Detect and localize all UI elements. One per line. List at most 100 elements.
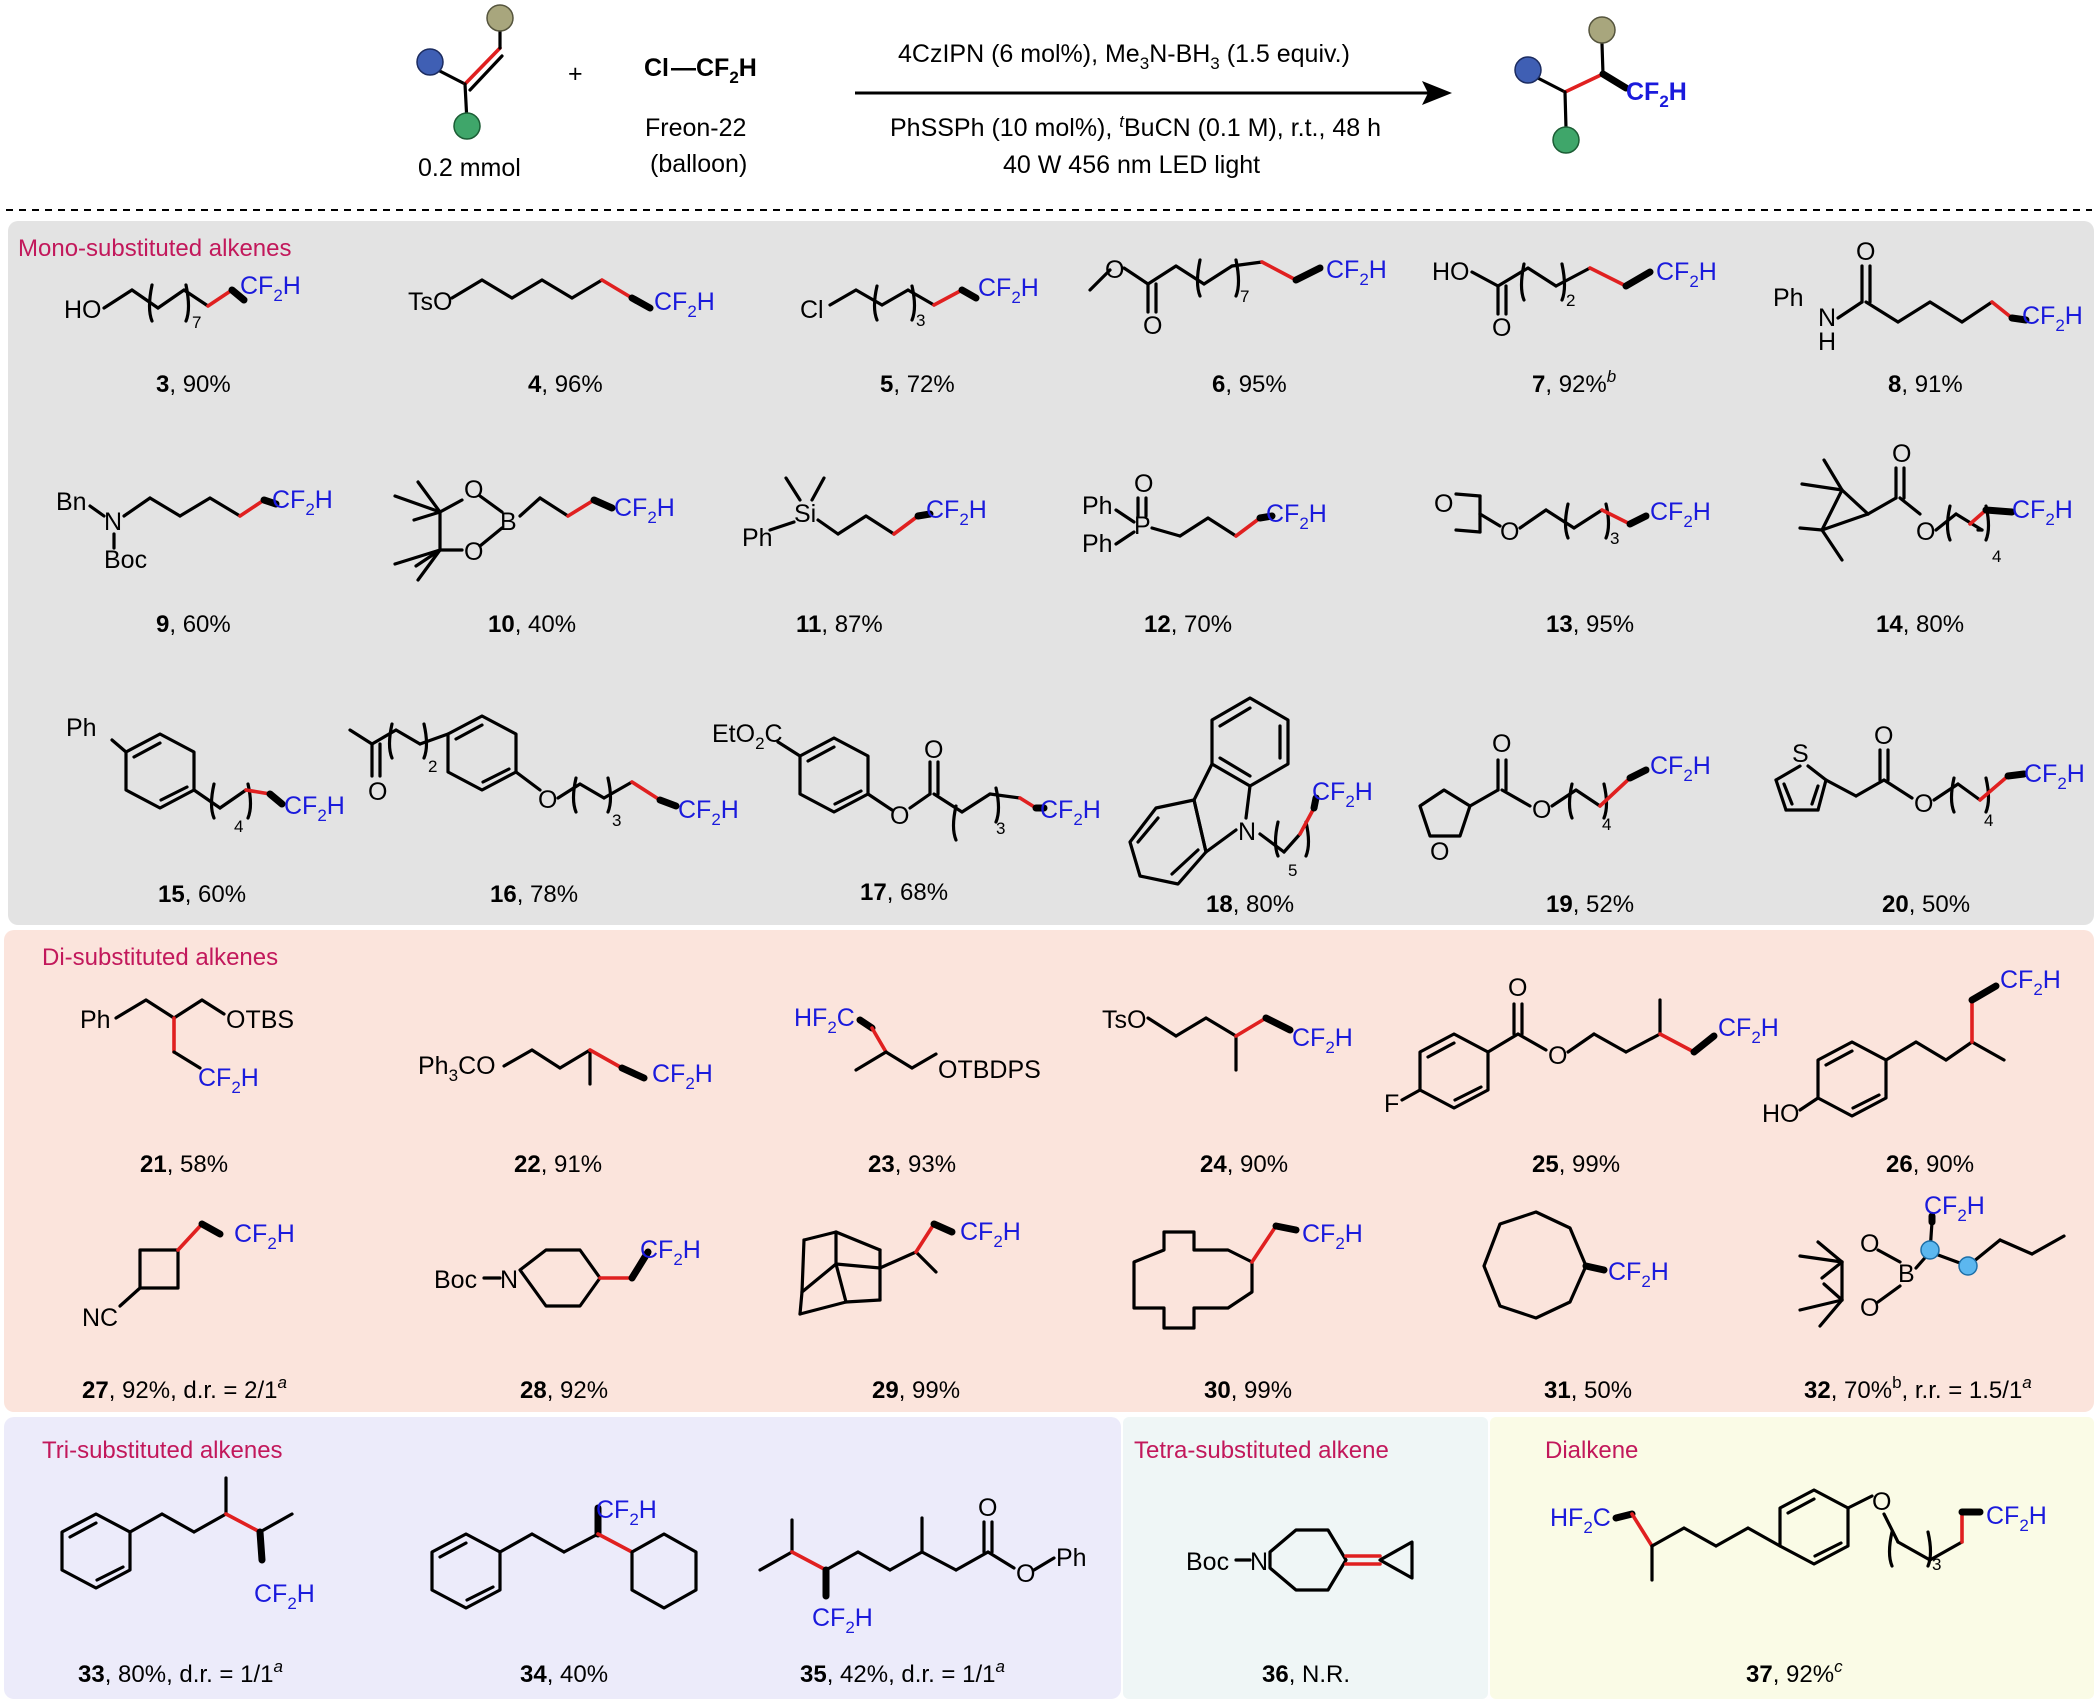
tri-section-bg xyxy=(4,1417,1121,1699)
svg-text:Ph3CO: Ph3CO xyxy=(418,1052,496,1085)
svg-text:O: O xyxy=(1914,790,1933,818)
substrate-amount: 0.2 mmol xyxy=(418,154,521,182)
svg-text:Si: Si xyxy=(794,500,816,528)
compound-18-structure: N 5 CF2H xyxy=(1128,696,1373,886)
svg-text:CF2H: CF2H xyxy=(614,494,675,527)
svg-text:CF2H: CF2H xyxy=(1924,1192,1985,1225)
compound-24-structure: TsO CF2H xyxy=(1102,1006,1353,1072)
compound-18-label: 18, 80% xyxy=(1206,891,1294,918)
svg-text:CF2H: CF2H xyxy=(1292,1024,1353,1057)
svg-text:O: O xyxy=(1860,1230,1879,1258)
svg-text:3: 3 xyxy=(996,819,1005,838)
section-title-mono: Mono-substituted alkenes xyxy=(18,235,292,262)
svg-text:4: 4 xyxy=(1992,547,2001,566)
svg-text:O: O xyxy=(1430,838,1449,866)
compound-35-label: 35, 42%, d.r. = 1/1a xyxy=(800,1657,1005,1688)
compound-15-label: 15, 60% xyxy=(158,881,246,908)
compound-34-label: 34, 40% xyxy=(520,1661,608,1688)
compound-28-structure: Boc N CF2H xyxy=(434,1236,701,1308)
svg-text:O: O xyxy=(1134,470,1153,498)
compound-9-structure: Bn N Boc CF2H xyxy=(56,486,333,574)
svg-text:7: 7 xyxy=(1240,287,1249,306)
compound-4-structure: TsO CF2H xyxy=(408,278,715,321)
compound-11-label: 11, 87% xyxy=(796,611,883,638)
svg-text:CF2H: CF2H xyxy=(2012,496,2073,529)
compound-26-structure: HO CF2H xyxy=(1762,966,2061,1128)
mono-section-bg xyxy=(8,221,2094,925)
svg-text:Boc: Boc xyxy=(1186,1548,1229,1576)
svg-text:CF2H: CF2H xyxy=(678,796,739,829)
svg-text:HO: HO xyxy=(1432,258,1470,286)
svg-text:CF2H: CF2H xyxy=(1266,500,1327,533)
compound-8-label: 8, 91% xyxy=(1888,371,1963,398)
svg-text:2: 2 xyxy=(428,757,437,776)
svg-text:CF2H: CF2H xyxy=(2022,302,2083,335)
compound-21-structure: Ph OTBS CF2H xyxy=(80,998,294,1097)
regio-site-ball-2 xyxy=(1958,1256,1978,1276)
svg-text:F: F xyxy=(1384,1090,1399,1118)
svg-text:CF2H: CF2H xyxy=(1656,258,1717,291)
svg-text:CF2H: CF2H xyxy=(234,1220,295,1253)
svg-text:CF2H: CF2H xyxy=(284,792,345,825)
compound-27-label: 27, 92%, d.r. = 2/1a xyxy=(82,1373,287,1404)
svg-text:TsO: TsO xyxy=(408,288,452,316)
svg-text:O: O xyxy=(1916,518,1935,546)
svg-text:N: N xyxy=(500,1266,518,1294)
svg-text:OTBS: OTBS xyxy=(226,1006,294,1034)
svg-text:O: O xyxy=(978,1494,997,1522)
compound-14-label: 14, 80% xyxy=(1876,611,1964,638)
compound-27-structure: NC CF2H xyxy=(82,1220,295,1332)
svg-text:O: O xyxy=(1532,796,1551,824)
compound-22-structure: Ph3CO CF2H xyxy=(418,1048,713,1093)
svg-text:O: O xyxy=(1872,1488,1891,1516)
substituent-ball-olive xyxy=(486,4,514,32)
compound-8-structure: Ph N H O CF2H xyxy=(1773,238,2083,356)
svg-text:O: O xyxy=(1016,1560,1035,1588)
tetra-section-bg xyxy=(1123,1417,1488,1699)
compound-34-structure: CF2H xyxy=(430,1496,698,1610)
compound-25-structure: F O O CF2H xyxy=(1384,974,1779,1118)
compound-25-label: 25, 99% xyxy=(1532,1151,1620,1178)
svg-text:CF2H: CF2H xyxy=(1302,1220,1363,1253)
regio-site-ball-1 xyxy=(1920,1240,1940,1260)
compound-11-structure: Si Ph CF2H xyxy=(742,476,987,552)
compound-13-label: 13, 95% xyxy=(1546,611,1634,638)
compound-36-structure: Boc N xyxy=(1186,1528,1414,1592)
compound-17-label: 17, 68% xyxy=(860,879,948,906)
plus-sign: + xyxy=(568,60,583,88)
svg-text:3: 3 xyxy=(1932,1555,1941,1574)
compound-30-structure: CF2H xyxy=(1132,1220,1363,1330)
reagent-name: Freon-22 xyxy=(645,114,746,142)
svg-text:CF2H: CF2H xyxy=(640,1236,701,1269)
di-section-bg xyxy=(4,930,2094,1412)
substituent-ball-blue xyxy=(416,48,444,76)
compound-17-structure: EtO2C O O 3 CF2H xyxy=(712,720,1101,842)
compound-28-label: 28, 92% xyxy=(520,1377,608,1404)
svg-text:O: O xyxy=(464,476,483,504)
svg-text:CF2H: CF2H xyxy=(198,1064,259,1097)
svg-text:4: 4 xyxy=(234,817,243,836)
compound-16-label: 16, 78% xyxy=(490,881,578,908)
compound-6-structure: O O 7 CF2H xyxy=(1088,256,1387,340)
svg-text:O: O xyxy=(890,802,909,830)
svg-text:Boc: Boc xyxy=(104,546,147,574)
compound-4-label: 4, 96% xyxy=(528,371,603,398)
product-ball-blue xyxy=(1514,56,1542,84)
product-general: CF2H xyxy=(1514,16,1687,154)
compound-19-structure: O O O 4 CF2H xyxy=(1418,730,1711,866)
compound-31-structure: CF2H xyxy=(1482,1210,1669,1320)
condition-line2: PhSSPh (10 mol%), tBuCN (0.1 M), r.t., 4… xyxy=(890,112,1381,142)
compound-36-label: 36, N.R. xyxy=(1262,1661,1350,1688)
compound-13-structure: O O 3 CF2H xyxy=(1434,490,1711,548)
svg-text:CF2H: CF2H xyxy=(1986,1502,2047,1535)
compound-5-label: 5, 72% xyxy=(880,371,955,398)
section-title-tetra: Tetra-substituted alkene xyxy=(1134,1437,1389,1464)
svg-text:O: O xyxy=(1492,314,1511,342)
compound-9-label: 9, 60% xyxy=(156,611,231,638)
svg-text:CF2H: CF2H xyxy=(596,1496,657,1529)
svg-text:O: O xyxy=(1143,312,1162,340)
reagent-form: (balloon) xyxy=(650,150,747,178)
svg-text:4: 4 xyxy=(1984,811,1993,830)
substrate-alkene: 0.2 mmol xyxy=(416,4,521,182)
compound-19-label: 19, 52% xyxy=(1546,891,1634,918)
